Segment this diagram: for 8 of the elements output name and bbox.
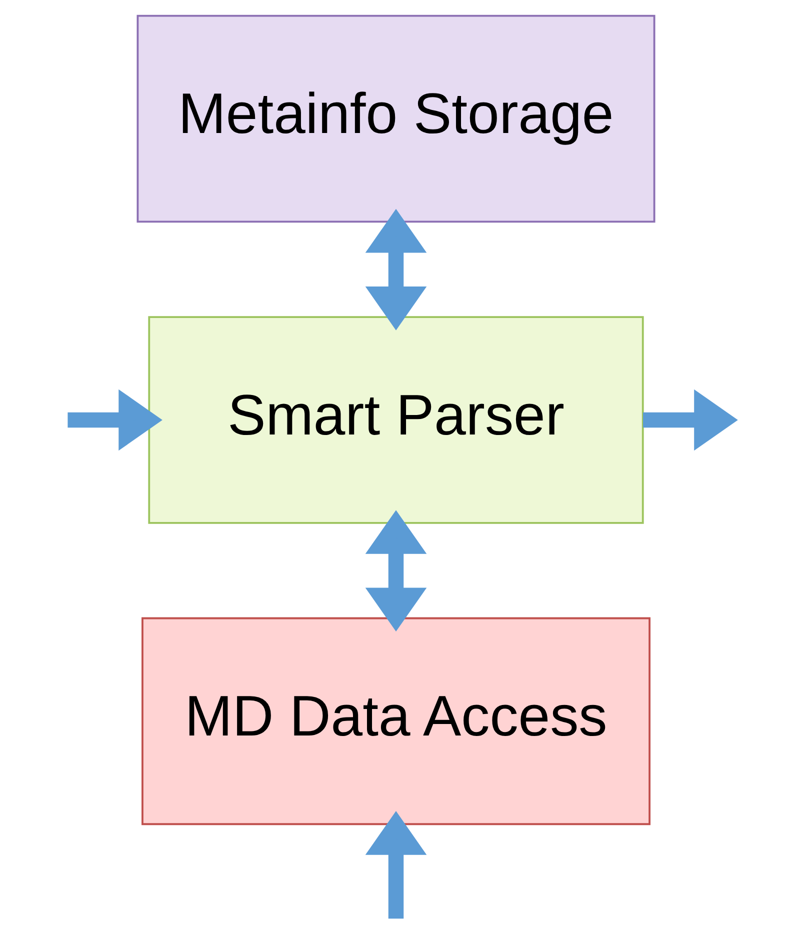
arrow bbox=[365, 510, 427, 632]
node-box: Metainfo Storage bbox=[136, 14, 656, 223]
node-box: MD Data Access bbox=[142, 617, 650, 826]
node-box: Smart Parser bbox=[148, 316, 644, 524]
arrow bbox=[365, 208, 427, 330]
arrow bbox=[365, 811, 427, 919]
arrow bbox=[643, 389, 738, 451]
arrow bbox=[68, 389, 162, 451]
